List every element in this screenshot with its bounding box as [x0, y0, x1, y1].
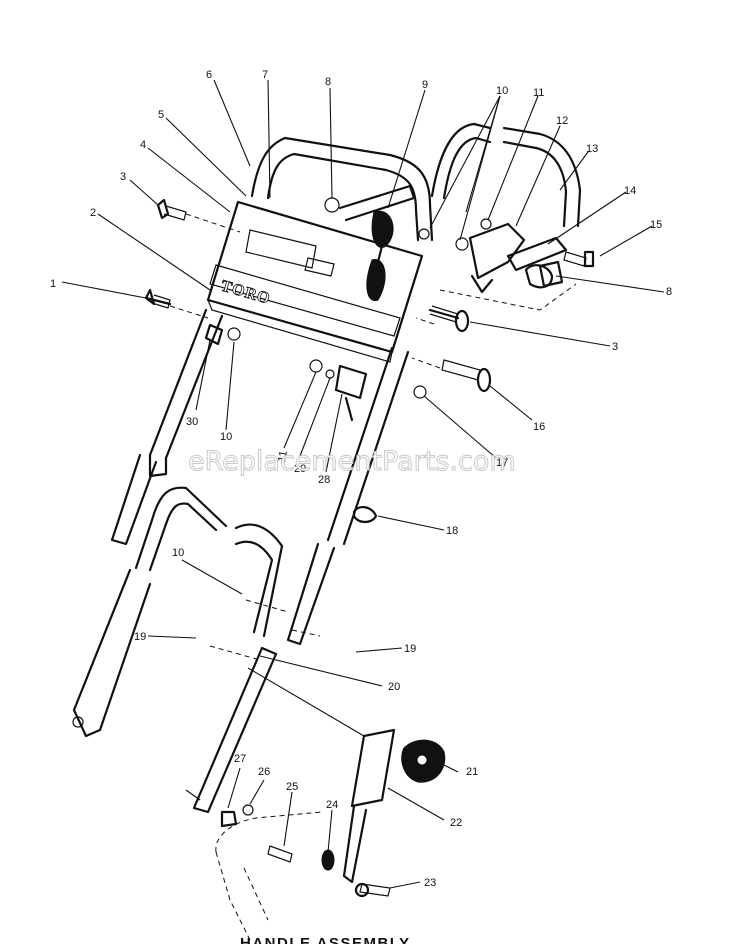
label-8b: 8 [666, 286, 672, 298]
label-9: 9 [422, 79, 428, 91]
label-27: 27 [234, 753, 246, 765]
label-19a: 19 [134, 631, 146, 643]
label-22: 22 [450, 817, 462, 829]
label-10: 10 [496, 85, 508, 97]
label-19b: 19 [404, 643, 416, 655]
label-17: 17 [496, 457, 508, 469]
label-23: 23 [424, 877, 436, 889]
label-16: 16 [533, 421, 545, 433]
assembly-lines [169, 213, 577, 661]
label-20: 20 [388, 681, 400, 693]
callouts: 1 2 3 4 5 6 7 8 9 10 11 12 13 14 15 8 3 … [50, 69, 672, 889]
lower-handle [72, 453, 446, 941]
label-13: 13 [586, 143, 598, 155]
label-15: 15 [650, 219, 662, 231]
label-26: 26 [258, 766, 270, 778]
label-30: 30 [186, 416, 198, 428]
label-7: 7 [262, 69, 268, 81]
label-4: 4 [140, 139, 146, 151]
label-21: 21 [466, 766, 478, 778]
label-18: 18 [446, 525, 458, 537]
label-29: 29 [294, 463, 306, 475]
label-10c: 10 [172, 547, 184, 559]
label-10b: 10 [220, 431, 232, 443]
label-5: 5 [158, 109, 164, 121]
brand-logo: TORO [219, 278, 273, 308]
label-3: 3 [120, 171, 126, 183]
label-11: 11 [533, 87, 544, 99]
label-12: 12 [556, 115, 568, 127]
label-28: 28 [318, 474, 330, 486]
label-1: 1 [50, 278, 56, 290]
bail-handle [418, 122, 582, 294]
hardware [144, 198, 595, 524]
label-11b: 11 [276, 450, 290, 463]
upper-handle [148, 136, 434, 546]
label-8: 8 [325, 76, 331, 88]
diagram-title: HANDLE ASSEMBLY [240, 935, 411, 944]
label-2: 2 [90, 207, 96, 219]
label-24: 24 [326, 799, 338, 811]
watermark-text: eReplacementParts.com [188, 446, 516, 477]
label-6: 6 [206, 69, 212, 81]
label-3b: 3 [612, 341, 618, 353]
label-25: 25 [286, 781, 298, 793]
label-14: 14 [624, 185, 636, 197]
